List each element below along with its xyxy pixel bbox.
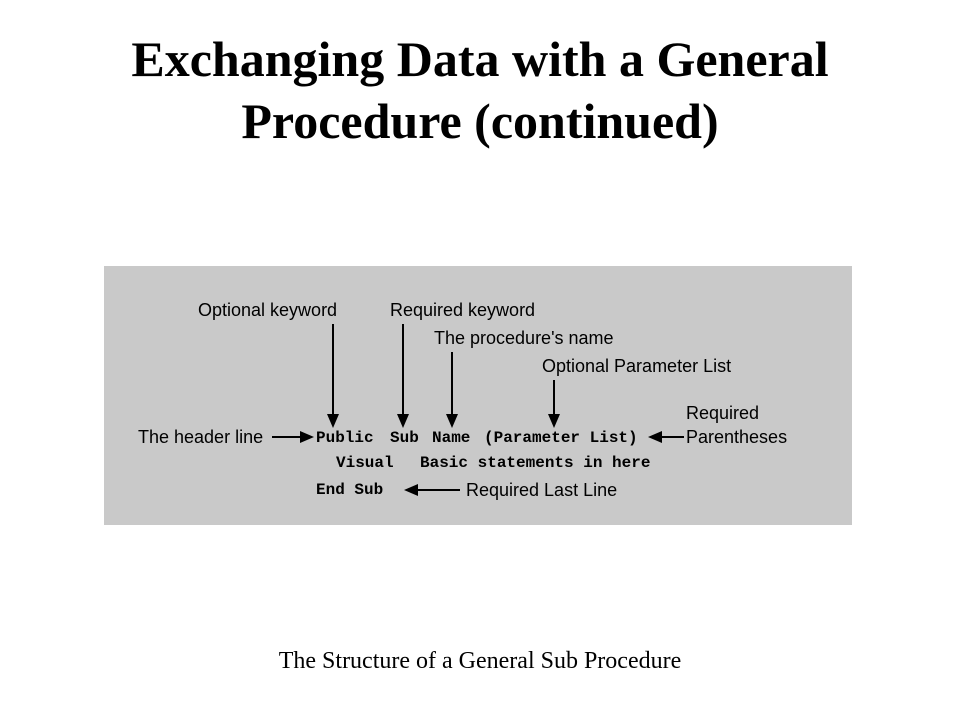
code-body-statements: Basic statements in here [420, 454, 650, 472]
label-procedure-name: The procedure's name [434, 328, 614, 348]
slide-title-line-1: Exchanging Data with a General [131, 31, 829, 87]
label-required-parentheses-line-2: Parentheses [686, 427, 787, 447]
code-parameter-list: (Parameter List) [484, 429, 638, 447]
slide-title: Exchanging Data with a General Procedure… [0, 28, 960, 152]
label-optional-keyword: Optional keyword [198, 300, 337, 320]
arrow-optional-keyword [327, 324, 339, 428]
code-sub: Sub [390, 429, 419, 447]
code-end-sub: End Sub [316, 481, 383, 499]
code-public: Public [316, 429, 374, 447]
code-name: Name [432, 429, 470, 447]
label-optional-parameter-list: Optional Parameter List [542, 356, 731, 376]
arrow-required-keyword [397, 324, 409, 428]
arrow-required-parentheses [648, 431, 684, 443]
sub-procedure-diagram: Optional keyword Required keyword The pr… [104, 266, 852, 525]
label-required-keyword: Required keyword [390, 300, 535, 320]
arrow-procedure-name [446, 352, 458, 428]
label-header-line: The header line [138, 427, 263, 447]
arrow-required-last-line [404, 484, 460, 496]
label-required-parentheses-line-1: Required [686, 403, 759, 423]
arrow-parameter-list [548, 380, 560, 428]
diagram-canvas: Optional keyword Required keyword The pr… [138, 300, 787, 500]
slide-title-line-2: Procedure (continued) [241, 93, 719, 149]
arrow-header-line [272, 431, 314, 443]
label-required-last-line: Required Last Line [466, 480, 617, 500]
figure-caption: The Structure of a General Sub Procedure [278, 648, 682, 674]
code-body-visual: Visual [336, 454, 394, 472]
